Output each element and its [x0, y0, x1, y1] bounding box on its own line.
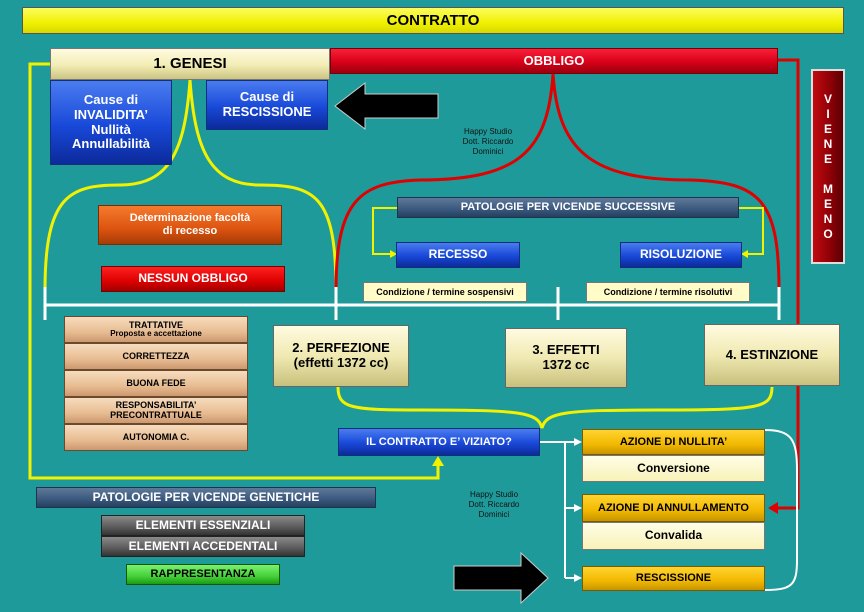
elementi-accidentali: ELEMENTI ACCEDENTALI	[101, 536, 305, 557]
red-right-line	[770, 58, 800, 510]
credit-top: Happy Studio Dott. Riccardo Dominici	[462, 127, 514, 156]
yellow-brace-phases	[336, 386, 774, 429]
yellow-recesso-line	[372, 207, 397, 255]
list-item: TRATTATIVE Proposta e accettazione	[64, 316, 248, 343]
red-brace-obbligo	[334, 73, 781, 291]
phase-perfezione: 2. PERFEZIONE (effetti 1372 cc)	[273, 325, 409, 387]
black-arrow-left-icon	[334, 81, 439, 131]
phase-genesi: 1. GENESI	[50, 48, 330, 80]
phase-effetti: 3. EFFETTI 1372 cc	[505, 328, 627, 388]
nessun-obbligo: NESSUN OBBLIGO	[101, 266, 285, 292]
yellow-loop-line	[28, 62, 440, 480]
recesso-box: RECESSO	[396, 242, 520, 268]
condizione-sospensivi: Condizione / termine sospensivi	[363, 282, 527, 302]
azione-annullamento: AZIONE DI ANNULLAMENTO	[582, 494, 765, 522]
yellow-risoluzione-line	[739, 207, 764, 255]
list-item: BUONA FEDE	[64, 370, 248, 397]
conversione: Conversione	[582, 455, 765, 482]
risoluzione-box: RISOLUZIONE	[620, 242, 742, 268]
elementi-essenziali: ELEMENTI ESSENZIALI	[101, 515, 305, 536]
contratto-viziato: IL CONTRATTO E’ VIZIATO?	[338, 428, 540, 456]
fasi-genesi-list: TRATTATIVE Proposta e accettazione CORRE…	[64, 316, 248, 451]
black-arrow-right-icon	[453, 551, 549, 605]
phase-estinzione: 4. ESTINZIONE	[704, 324, 840, 386]
cause-rescissione: Cause di RESCISSIONE	[206, 80, 328, 130]
patologie-successive: PATOLOGIE PER VICENDE SUCCESSIVE	[397, 197, 739, 218]
diagram-title: CONTRATTO	[22, 7, 844, 34]
patologie-genetiche: PATOLOGIE PER VICENDE GENETICHE	[36, 487, 376, 508]
azione-nullita: AZIONE DI NULLITA’	[582, 429, 765, 455]
yellow-brace-genesi	[43, 79, 338, 291]
credit-bottom: Happy Studio Dott. Riccardo Dominici	[468, 490, 520, 519]
cause-invalidita: Cause di INVALIDITA’ Nullità Annullabili…	[50, 80, 172, 165]
rappresentanza: RAPPRESENTANZA	[126, 564, 280, 585]
condizione-risolutivi: Condizione / termine risolutivi	[586, 282, 750, 302]
white-bracket	[764, 429, 798, 591]
red-arrow-head	[768, 502, 778, 514]
list-item: CORRETTEZZA	[64, 343, 248, 370]
obbligo-bar: OBBLIGO	[330, 48, 778, 74]
rescissione: RESCISSIONE	[582, 566, 765, 591]
list-item: AUTONOMIA C.	[64, 424, 248, 451]
list-item: RESPONSABILITA’ PRECONTRATTUALE	[64, 397, 248, 424]
convalida: Convalida	[582, 522, 765, 550]
viene-meno: V I E N E M E N O	[811, 69, 845, 264]
determinazione-recesso: Determinazione facoltà di recesso	[98, 205, 282, 245]
yellow-arrow-head	[432, 456, 444, 466]
